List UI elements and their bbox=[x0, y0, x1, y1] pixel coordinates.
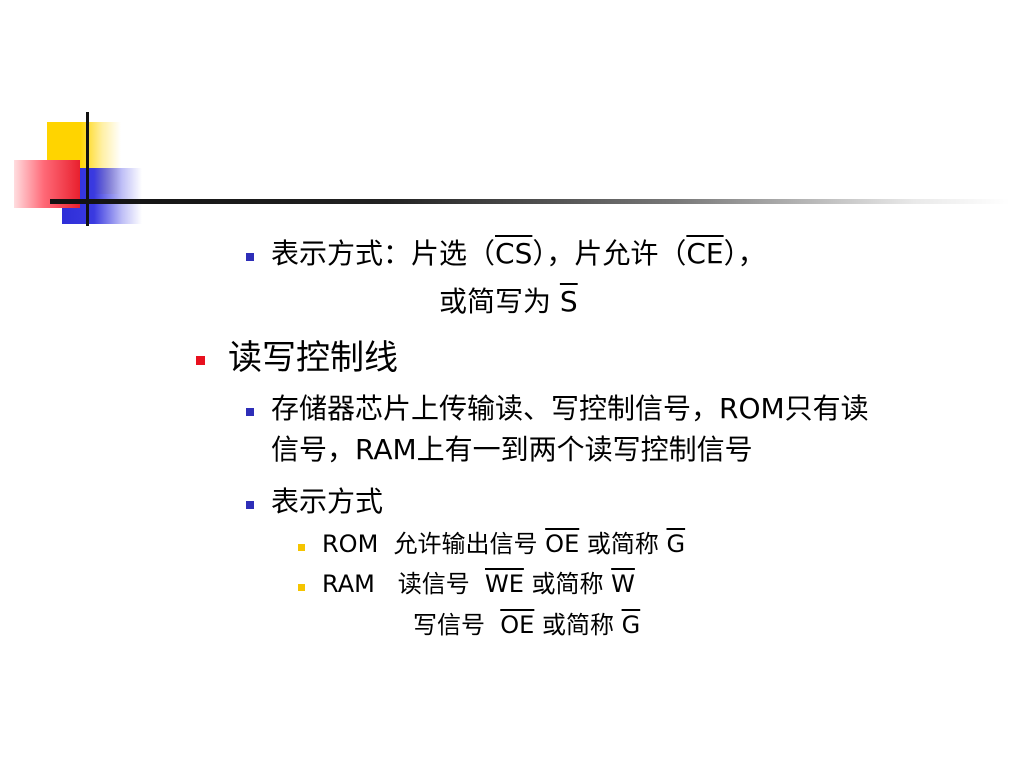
text-segment: RAM 读信号 bbox=[322, 570, 485, 598]
text-segment: 写信号 bbox=[413, 611, 501, 639]
signal-s: S bbox=[559, 285, 578, 318]
text-segment: 或简称 bbox=[579, 530, 667, 558]
text-segment: 或简写为 bbox=[439, 285, 560, 318]
signal-ce: CE bbox=[686, 237, 724, 270]
text-segment: ROM 允许输出信号 bbox=[322, 530, 546, 558]
bullet-square-icon bbox=[246, 501, 254, 509]
continuation-text-abbrev: 或简写为 S bbox=[439, 288, 578, 316]
signal-we: WE bbox=[484, 570, 524, 598]
continuation-text-description: 信号，RAM上有一到两个读写控制信号 bbox=[271, 433, 753, 466]
sub-bullet-ram-continuation: 写信号 OE 或简称 G bbox=[413, 613, 640, 637]
text-segment: 表示方式：片选（ bbox=[271, 237, 496, 270]
text-segment: 或简称 bbox=[523, 570, 612, 598]
bullet-square-icon bbox=[246, 408, 254, 416]
decorative-vertical-line bbox=[86, 112, 89, 226]
signal-w: W bbox=[611, 570, 635, 598]
bullet-square-icon bbox=[298, 584, 305, 591]
signal-g: G bbox=[621, 611, 641, 639]
decorative-title-rule bbox=[50, 199, 1010, 204]
bullet-square-icon bbox=[196, 356, 205, 365]
signal-oe: OE bbox=[545, 530, 580, 558]
bullet-text-description: 存储器芯片上传输读、写控制信号，ROM只有读 bbox=[271, 392, 869, 425]
heading-rw-control-lines: 读写控制线 bbox=[228, 338, 398, 378]
bullet-text-representation-2: 表示方式 bbox=[271, 485, 384, 518]
bullet-square-icon bbox=[298, 544, 305, 551]
bullet-text-representation: 表示方式：片选（CS），片允许（CE）， bbox=[271, 240, 766, 268]
signal-oe: OE bbox=[500, 611, 535, 639]
signal-g: G bbox=[666, 530, 686, 558]
text-segment: 或简称 bbox=[534, 611, 622, 639]
sub-bullet-ram: RAM 读信号 WE 或简称 W bbox=[322, 572, 635, 596]
sub-bullet-rom: ROM 允许输出信号 OE 或简称 G bbox=[322, 532, 685, 556]
text-segment: ）， bbox=[723, 237, 766, 270]
text-segment: ），片允许（ bbox=[532, 237, 687, 270]
bullet-square-icon bbox=[246, 253, 254, 261]
signal-cs: CS bbox=[495, 237, 533, 270]
